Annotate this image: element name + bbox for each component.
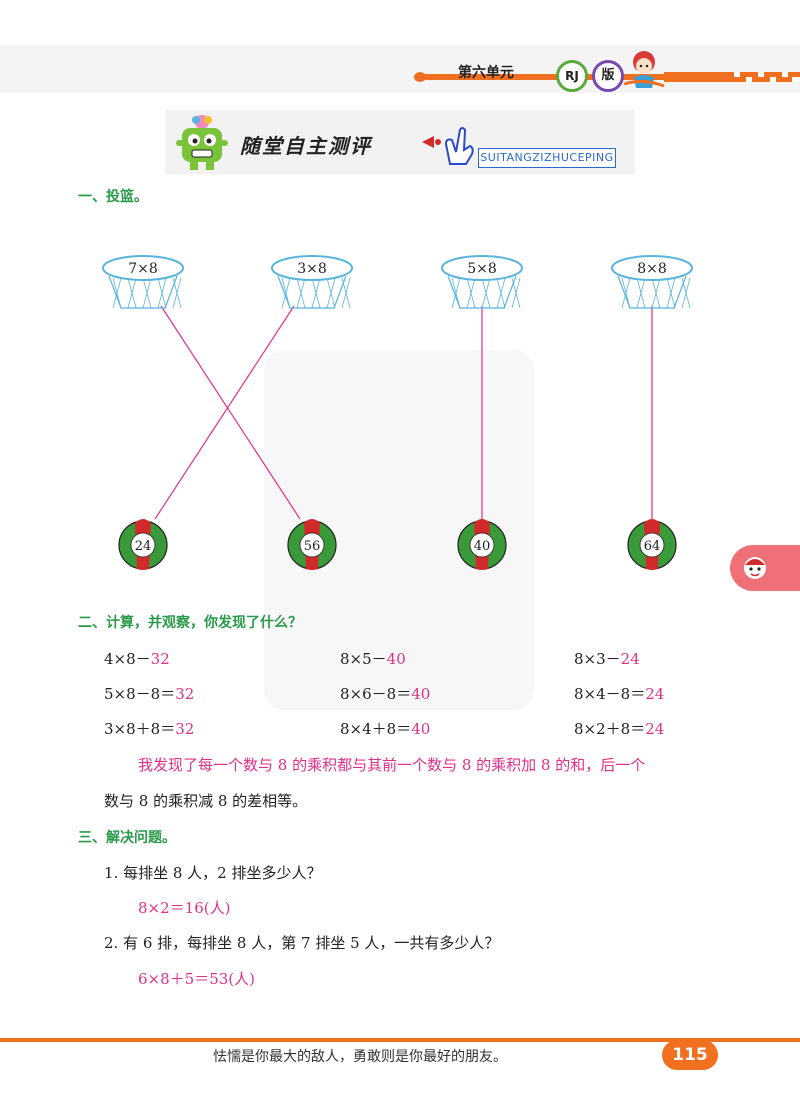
header-orange-dot: [414, 72, 426, 82]
girl-mascot-icon: [623, 51, 665, 88]
ball-label: 64: [644, 539, 661, 554]
calc-expr: 8×4－8＝: [574, 685, 646, 703]
footer-line: [0, 1038, 800, 1042]
hoop-net-strand: [172, 277, 182, 309]
hoop-net-strand: [466, 277, 476, 309]
footer-motto: 怯懦是你最大的敌人，勇敢则是你最好的朋友。: [213, 1049, 507, 1065]
calc-answer: 32: [175, 720, 195, 738]
ball-label-disc: [469, 532, 495, 558]
calc-r1c3: 8×3－24: [574, 648, 640, 669]
match-line: [160, 305, 301, 520]
pointing-hand-icon: [422, 127, 474, 165]
hoop-net-strand: [481, 277, 491, 309]
hoop-net-strand: [451, 277, 461, 309]
unit-title: 第六单元: [458, 65, 514, 81]
calc-expr: 8×5－: [340, 650, 387, 668]
calc-r3c1: 3×8＋8＝32: [104, 718, 194, 739]
hoop-net-strand: [341, 277, 351, 309]
ball-label: 40: [474, 539, 491, 554]
calc-expr: 3×8＋8＝: [104, 720, 176, 738]
hoop-label: 5×8: [467, 261, 497, 277]
calc-answer: 40: [386, 650, 406, 668]
calc-answer: 24: [620, 650, 640, 668]
calc-r2c3: 8×4－8＝24: [574, 683, 664, 704]
hoop-rim: [611, 255, 693, 281]
calc-expr: 8×2＋8＝: [574, 720, 646, 738]
hoop-net-strand: [511, 277, 521, 309]
hoop: 3×8: [271, 255, 353, 309]
calc-expr: 5×8－8＝: [104, 685, 176, 703]
cartoon-face-icon: [744, 557, 766, 579]
ball-label-disc: [130, 532, 156, 558]
hoop-net-strand: [311, 277, 321, 309]
hoop-net-strand: [496, 277, 506, 309]
hoop-net-strand: [127, 277, 137, 309]
calc-r2c1: 5×8－8＝32: [104, 683, 194, 704]
hoop-net-strand: [296, 277, 306, 309]
section3-title: 三、解决问题。: [78, 830, 176, 846]
section1-title: 一、投篮。: [78, 189, 148, 205]
hoop: 7×8: [102, 255, 184, 309]
hoop-label: 7×8: [128, 261, 158, 277]
hoop-net-strand: [636, 277, 646, 309]
basketball: 56: [287, 519, 337, 570]
hoop-label: 8×8: [637, 261, 667, 277]
calc-answer: 40: [411, 720, 431, 738]
calc-answer: 32: [175, 685, 195, 703]
calc-expr: 8×6－8＝: [340, 685, 412, 703]
checker-decoration: [664, 72, 800, 82]
answer-2: 6×8＋5＝53(人): [138, 970, 255, 988]
match-line: [154, 305, 295, 520]
hoop: 8×8: [611, 255, 693, 309]
hoop-rim: [102, 255, 184, 281]
calc-r3c2: 8×4＋8＝40: [340, 718, 430, 739]
answer-1: 8×2＝16(人): [138, 899, 231, 917]
edition-badge: 版: [592, 60, 624, 92]
finding-line-2: 数与 8 的乘积减 8 的差相等。: [104, 792, 308, 810]
hoop-net-strand: [281, 277, 291, 309]
green-monster-icon: [176, 115, 228, 170]
banner-pinyin: SUITANGZIZHUCEPING: [478, 148, 616, 168]
hoop-net-strand: [142, 277, 152, 309]
basketball: 24: [118, 519, 168, 570]
basket-matching-figure: 7×8 3×8 5×8 8×8 24 56 40 64: [102, 255, 693, 570]
hoop-net-strand: [326, 277, 336, 309]
header-band: [0, 45, 800, 93]
calc-r1c2: 8×5－40: [340, 648, 406, 669]
calc-r2c2: 8×6－8＝40: [340, 683, 430, 704]
calc-expr: 8×3－: [574, 650, 621, 668]
hoop: 5×8: [441, 255, 523, 309]
hoop-net-strand: [651, 277, 661, 309]
rj-badge: RJ: [556, 60, 588, 92]
hoop-rim: [441, 255, 523, 281]
banner-title: 随堂自主测评: [240, 134, 372, 158]
hoop-net-strand: [621, 277, 631, 309]
ball-label: 24: [135, 539, 152, 554]
calc-answer: 24: [645, 720, 665, 738]
question-1: 1. 每排坐 8 人，2 排坐多少人？: [104, 864, 322, 882]
basketball: 64: [627, 519, 677, 570]
question-2: 2. 有 6 排，每排坐 8 人，第 7 排坐 5 人，一共有多少人？: [104, 934, 500, 952]
ball-label: 56: [304, 539, 321, 554]
calc-r1c1: 4×8－32: [104, 648, 170, 669]
ball-label-disc: [639, 532, 665, 558]
finding-line-1: 我发现了每一个数与 8 的乘积都与其前一个数与 8 的乘积加 8 的和，后一个: [138, 756, 646, 774]
ball-label-disc: [299, 532, 325, 558]
hoop-net-strand: [681, 277, 691, 309]
calc-r3c3: 8×2＋8＝24: [574, 718, 664, 739]
hoop-net-strand: [666, 277, 676, 309]
hoop-rim: [271, 255, 353, 281]
calc-expr: 8×4＋8＝: [340, 720, 412, 738]
page-number: 115: [662, 1040, 718, 1070]
hoop-net-strand: [157, 277, 167, 309]
section2-title: 二、计算，并观察，你发现了什么？: [78, 615, 302, 631]
basketball: 40: [457, 519, 507, 570]
calc-answer: 32: [150, 650, 170, 668]
calc-expr: 4×8－: [104, 650, 151, 668]
hoop-net-strand: [112, 277, 122, 309]
calc-answer: 24: [645, 685, 665, 703]
hoop-label: 3×8: [297, 261, 327, 277]
calc-answer: 40: [411, 685, 431, 703]
